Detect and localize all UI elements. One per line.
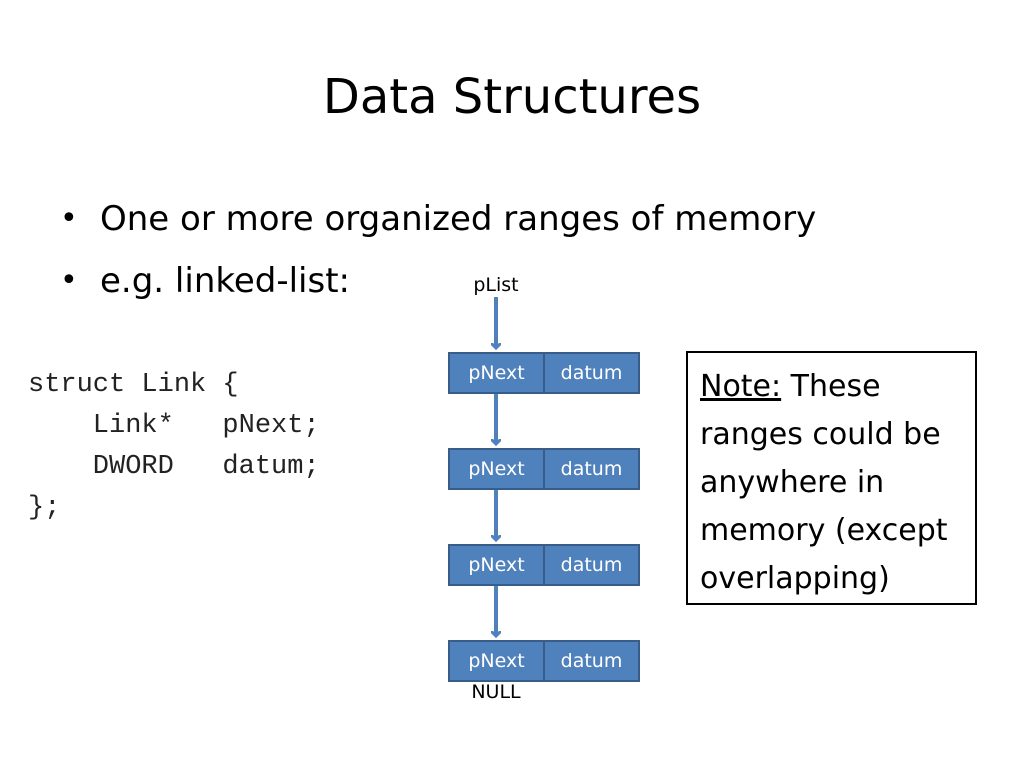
datum-cell: datum [545, 640, 640, 682]
bullet-text: e.g. linked-list: [100, 261, 351, 301]
slide-title: Data Structures [322, 69, 702, 125]
datum-cell: datum [545, 448, 640, 490]
pnext-cell: pNext [448, 544, 545, 586]
datum-cell: datum [545, 544, 640, 586]
bullet-dot: • [60, 201, 78, 236]
code-line: Link* pNext; [28, 411, 320, 441]
list-node-4: pNext datum [448, 640, 640, 682]
note-label: Note: [700, 369, 782, 404]
note-box: Note: These ranges could be anywhere in … [686, 351, 977, 605]
bullet-item: • One or more organized ranges of memory [60, 188, 816, 250]
pnext-cell: pNext [448, 448, 545, 490]
bullet-text: One or more organized ranges of memory [100, 199, 817, 239]
pnext-cell: pNext [448, 352, 545, 394]
struct-code-block: struct Link { Link* pNext; DWORD datum; … [28, 365, 320, 529]
null-label: NULL [471, 681, 521, 703]
pnext-cell: pNext [448, 640, 545, 682]
bullet-item: • e.g. linked-list: [60, 250, 816, 312]
bullet-dot: • [60, 263, 78, 298]
code-line: struct Link { [28, 370, 239, 400]
list-node-2: pNext datum [448, 448, 640, 490]
code-line: DWORD datum; [28, 452, 320, 482]
plist-label: pList [473, 274, 519, 296]
note-text: These ranges could be anywhere in memory… [700, 369, 948, 596]
list-node-3: pNext datum [448, 544, 640, 586]
bullet-list: •One or more organized ranges of memory … [60, 188, 816, 312]
code-line: }; [28, 493, 61, 523]
list-node-1: pNext datum [448, 352, 640, 394]
datum-cell: datum [545, 352, 640, 394]
